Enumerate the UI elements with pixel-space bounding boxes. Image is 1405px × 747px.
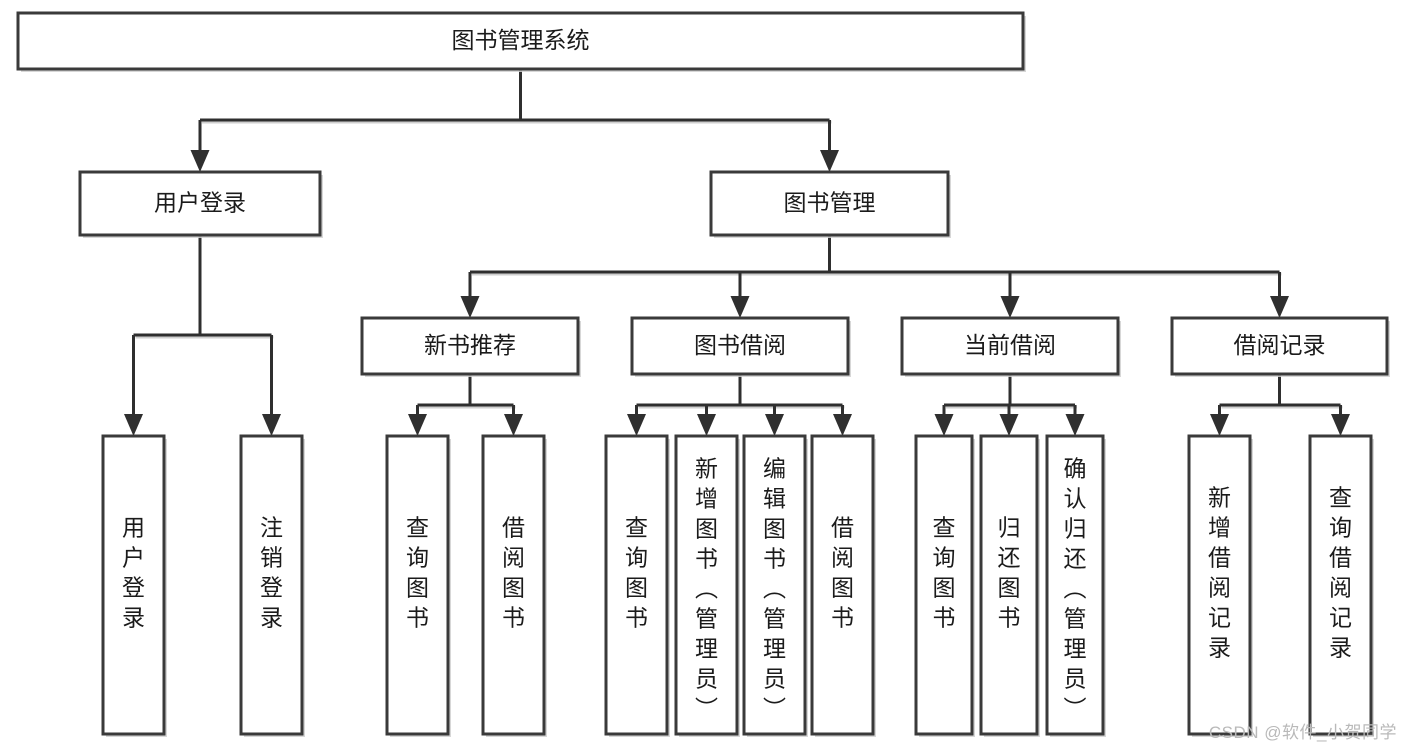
node-box[interactable] [385,434,450,736]
edge-group-borrow-record [1210,374,1350,436]
arrow-head-icon [934,414,954,436]
arrow-head-icon [1210,414,1229,436]
arrow-head-icon [504,414,523,436]
edge-group-book-manage [460,235,1289,318]
arrow-head-icon [460,296,480,318]
node-box[interactable] [78,170,322,237]
edges-layer [124,69,1350,436]
node-box[interactable] [979,434,1039,736]
arrow-head-icon [999,414,1019,436]
node-label: 查询图书 [625,515,648,631]
nodes-layer: 图书管理系统用户登录图书管理新书推荐图书借阅当前借阅借阅记录用户登录注销登录查询… [16,11,1390,737]
node-label: 查询图书 [933,515,956,631]
edge-group-current-borrow [934,374,1085,436]
node-box[interactable] [101,434,166,736]
node-leaf-query-book-cur[interactable]: 查询图书 [914,434,975,737]
node-box[interactable] [630,316,850,376]
node-root[interactable]: 图书管理系统 [16,11,1026,72]
edge-group-book-borrow [627,374,852,436]
node-box[interactable] [1045,434,1105,736]
node-box[interactable] [360,316,580,376]
node-label: 用户登录 [122,515,145,631]
node-label: 确认归还︵管理员︶ [1064,456,1087,722]
node-box[interactable] [1308,434,1373,736]
node-label: 借阅图书 [831,515,854,631]
node-user-login[interactable]: 用户登录 [78,170,323,238]
node-book-borrow[interactable]: 图书借阅 [630,316,851,377]
node-box[interactable] [239,434,304,736]
arrow-head-icon [833,414,852,436]
node-box[interactable] [900,316,1120,376]
arrow-head-icon [262,414,281,436]
node-leaf-borrow-book[interactable]: 借阅图书 [810,434,876,737]
node-leaf-edit-book[interactable]: 编辑图书︵管理员︶ [742,434,808,737]
node-leaf-return-book[interactable]: 归还图书 [979,434,1040,737]
node-label: 用户登录 [154,190,246,216]
arrow-head-icon [820,150,839,172]
arrow-head-icon [124,414,143,436]
node-book-manage[interactable]: 图书管理 [709,170,951,238]
node-label: 新书推荐 [424,332,516,358]
arrow-head-icon [1065,414,1085,436]
node-leaf-borrow-book-new[interactable]: 借阅图书 [481,434,547,737]
node-label: 借阅记录 [1234,332,1326,358]
node-leaf-add-record[interactable]: 新增借阅记录 [1187,434,1253,737]
node-box[interactable] [1170,316,1389,376]
node-box[interactable] [742,434,807,736]
arrow-head-icon [408,414,427,436]
node-label: 借阅图书 [502,515,525,631]
node-label: 编辑图书︵管理员︶ [763,456,786,722]
node-leaf-logout[interactable]: 注销登录 [239,434,305,737]
node-box[interactable] [914,434,974,736]
node-box[interactable] [604,434,669,736]
node-leaf-confirm-return[interactable]: 确认归还︵管理员︶ [1045,434,1106,737]
node-label: 新增借阅记录 [1208,485,1231,661]
node-label: 查询图书 [406,515,429,631]
node-leaf-query-book-new[interactable]: 查询图书 [385,434,451,737]
arrow-head-icon [730,296,750,318]
node-label: 图书管理系统 [452,27,590,53]
node-leaf-add-book[interactable]: 新增图书︵管理员︶ [674,434,740,737]
node-borrow-record[interactable]: 借阅记录 [1170,316,1390,377]
node-label: 查询借阅记录 [1329,485,1352,661]
node-box[interactable] [1187,434,1252,736]
node-box[interactable] [16,11,1025,71]
arrow-head-icon [190,150,210,172]
arrow-head-icon [627,414,646,436]
node-box[interactable] [709,170,950,237]
node-box[interactable] [481,434,546,736]
edge-group-user-login [124,235,281,436]
node-label: 当前借阅 [964,332,1056,358]
arrow-head-icon [1270,296,1289,318]
arrow-head-icon [1331,414,1350,436]
node-leaf-query-record[interactable]: 查询借阅记录 [1308,434,1374,737]
arrow-head-icon [765,414,784,436]
node-leaf-user-login[interactable]: 用户登录 [101,434,167,737]
node-label: 图书借阅 [694,332,786,358]
node-box[interactable] [810,434,875,736]
node-label: 新增图书︵管理员︶ [695,456,718,722]
node-label: 注销登录 [260,515,283,631]
node-box[interactable] [674,434,739,736]
node-label: 归还图书 [998,515,1021,631]
arrow-head-icon [697,414,716,436]
node-current-borrow[interactable]: 当前借阅 [900,316,1121,377]
node-new-book-rec[interactable]: 新书推荐 [360,316,581,377]
arrow-head-icon [1000,296,1020,318]
node-leaf-query-book-borrow[interactable]: 查询图书 [604,434,670,737]
node-label: 图书管理 [784,190,876,216]
edge-group-new-book-rec [408,374,523,436]
edge-group-root [190,69,839,172]
